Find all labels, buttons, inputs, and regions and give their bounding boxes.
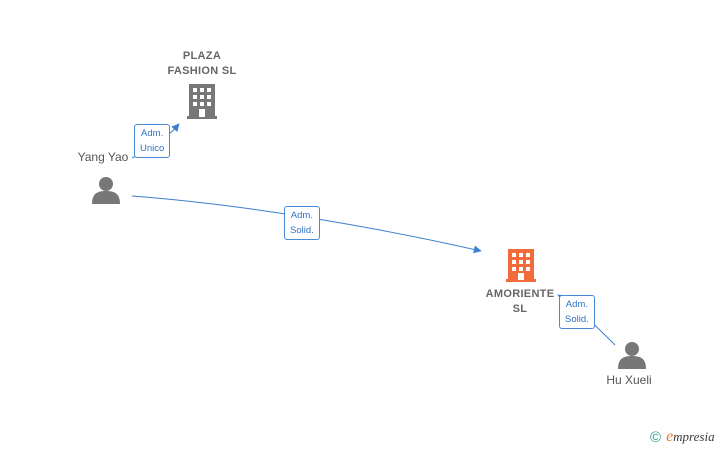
building-icon[interactable] [506, 249, 536, 282]
person-icon[interactable] [618, 342, 646, 369]
edge-label-line: Solid. [565, 314, 589, 325]
brand-logo: empresia [666, 428, 715, 446]
company-label-amoriente[interactable]: AMORIENTE SL [470, 287, 570, 317]
building-icon[interactable] [187, 84, 217, 119]
person-icon[interactable] [92, 177, 120, 204]
edge-label-adm-solid-hu[interactable]: Adm. Solid. [559, 295, 595, 329]
empresia-watermark: © empresia [650, 428, 715, 446]
person-label-yang-yao[interactable]: Yang Yao [77, 150, 129, 164]
edge-label-line: Unico [140, 143, 165, 154]
company-label-plaza-fashion[interactable]: PLAZA FASHION SL [152, 49, 252, 79]
company-name-line: FASHION SL [167, 65, 237, 77]
edge-label-line: Adm. [290, 210, 313, 221]
brand-name: mpresia [673, 429, 715, 444]
company-name-line: AMORIENTE [485, 288, 555, 300]
edge-label-adm-solid-yang[interactable]: Adm. Solid. [284, 206, 320, 240]
edge-label-line: Solid. [290, 225, 314, 236]
company-name-line: SL [512, 303, 528, 315]
company-name-line: PLAZA [182, 50, 222, 62]
copyright-icon: © [650, 428, 662, 446]
edge-label-line: Adm. [141, 128, 164, 139]
brand-initial: e [666, 428, 674, 445]
edge-label-adm-unico[interactable]: Adm. Unico [134, 124, 171, 158]
person-label-hu-xueli[interactable]: Hu Xueli [606, 373, 652, 387]
edge-label-line: Adm. [565, 299, 588, 310]
